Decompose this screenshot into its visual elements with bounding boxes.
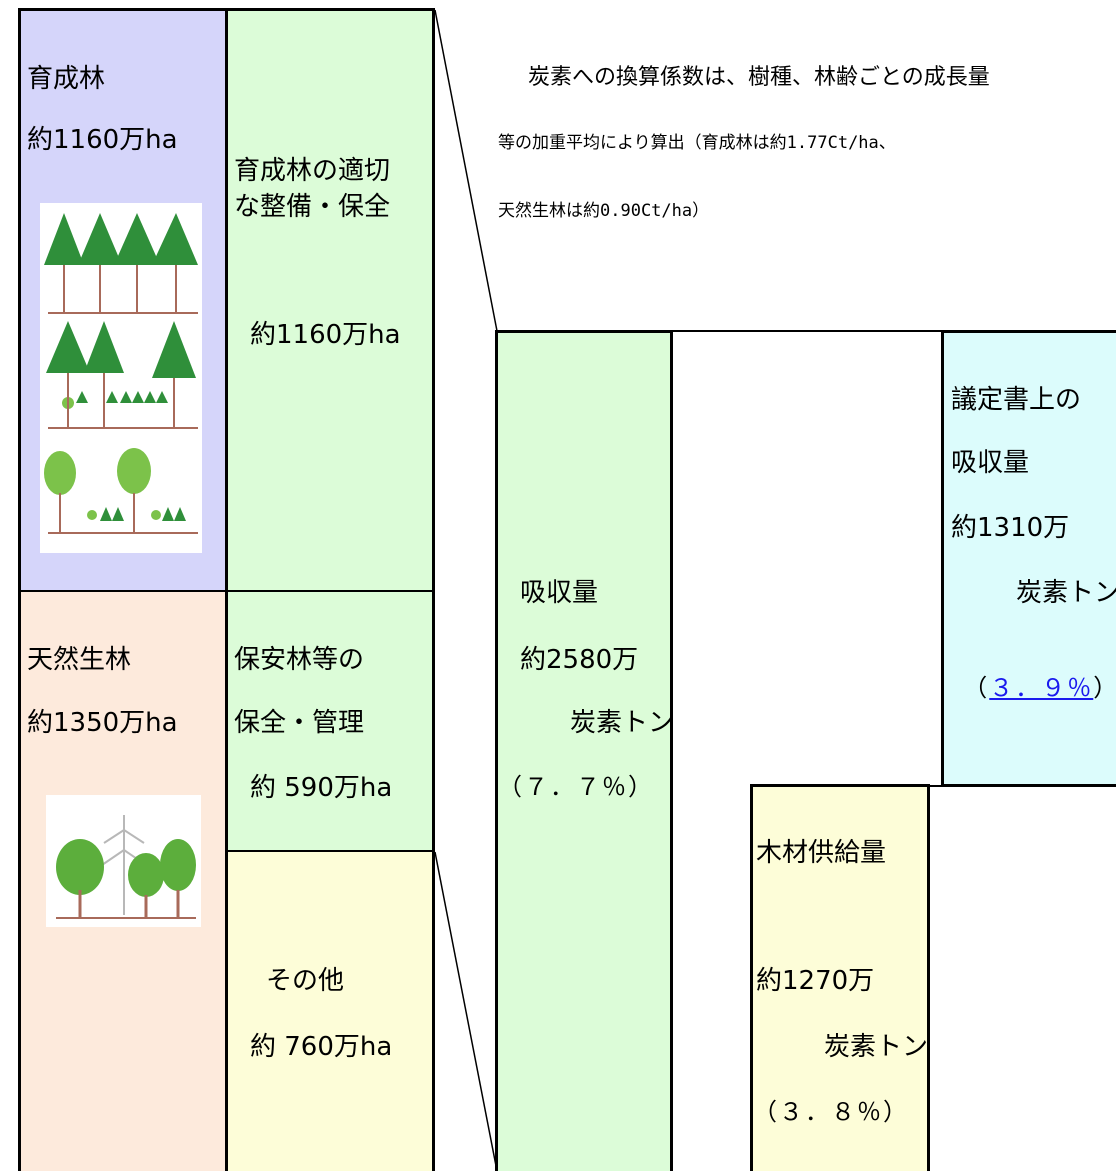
connector-top-line	[434, 9, 498, 332]
protocol-value: 約1310万	[951, 513, 1070, 543]
natural-forest-title: 天然生林	[27, 645, 132, 675]
wood-supply-unit: 炭素トン	[824, 1032, 929, 1062]
management-protection-area: 約 590万ha	[250, 773, 393, 803]
protocol-percent-open: （	[963, 674, 990, 702]
wood-supply-percent: （３．８％）	[753, 1098, 909, 1126]
conifer-forest-icon	[40, 203, 202, 553]
protocol-unit: 炭素トン	[1016, 578, 1116, 608]
management-other-area: 約 760万ha	[250, 1032, 393, 1062]
management-planted-line2: な整備・保全	[234, 192, 391, 222]
planted-forest-title: 育成林	[27, 64, 106, 94]
management-planted-line1: 育成林の適切	[234, 156, 391, 186]
absorption-title: 吸収量	[520, 578, 599, 608]
wood-supply-title: 木材供給量	[756, 838, 887, 868]
connector-bottom-line	[434, 851, 498, 1171]
management-planted-panel	[225, 8, 435, 592]
wood-supply-panel	[750, 784, 930, 1171]
wood-supply-value: 約1270万	[756, 966, 875, 996]
protocol-percent: （３．９％）	[944, 643, 1116, 703]
management-protection-line2: 保全・管理	[234, 708, 365, 738]
absorption-panel	[495, 330, 673, 1171]
protocol-percent-link[interactable]: ３．９％	[989, 674, 1094, 702]
conversion-note-line1: 炭素への換算係数は、樹種、林齢ごとの成長量	[528, 65, 990, 90]
absorption-percent: （７．７％）	[498, 773, 654, 801]
management-other-title: その他	[266, 966, 345, 996]
protocol-title-line2: 吸収量	[951, 448, 1030, 478]
conversion-note-line3: 天然生林は約0.90Ct/ha）	[498, 201, 710, 221]
protocol-absorption-panel	[941, 330, 1116, 787]
protocol-percent-close: ）	[1093, 674, 1116, 702]
management-protection-panel	[225, 590, 435, 852]
management-planted-area: 約1160万ha	[250, 320, 401, 350]
broadleaf-forest-icon	[46, 795, 201, 927]
protocol-title-line1: 議定書上の	[951, 385, 1082, 415]
absorption-value: 約2580万	[520, 645, 639, 675]
absorption-unit: 炭素トン	[570, 708, 675, 738]
planted-forest-area: 約1160万ha	[27, 125, 178, 155]
management-other-panel	[225, 850, 435, 1171]
natural-forest-area: 約1350万ha	[27, 708, 178, 738]
management-protection-line1: 保安林等の	[234, 645, 365, 675]
conversion-note-line2: 等の加重平均により算出（育成林は約1.77Ct/ha、	[498, 133, 896, 153]
